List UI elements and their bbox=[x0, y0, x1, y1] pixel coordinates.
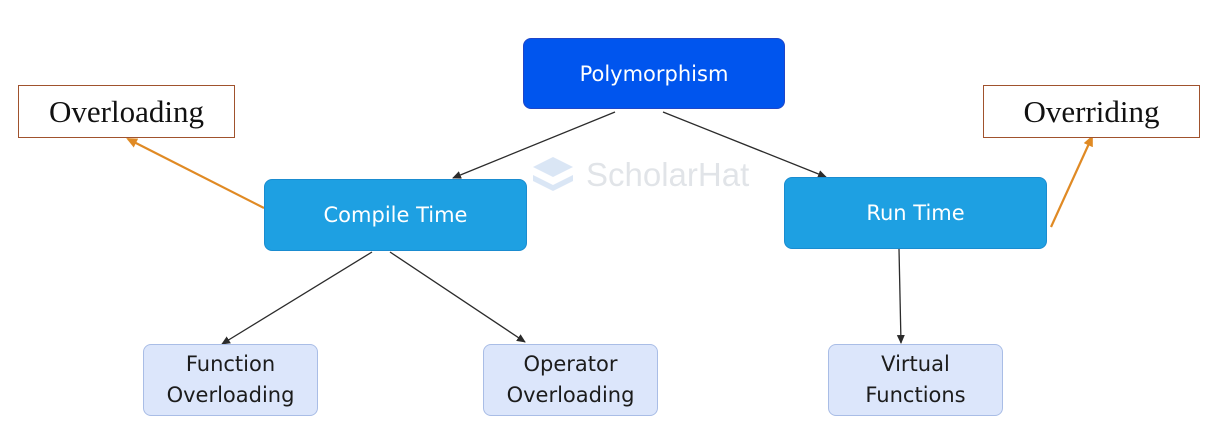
arrow-compile-time-to-overloading-label bbox=[126, 138, 265, 209]
arrow-run-time-to-virtual-functions bbox=[896, 248, 905, 344]
node-polymorphism: Polymorphism bbox=[523, 38, 785, 109]
watermark-text: ScholarHat bbox=[586, 156, 750, 193]
node-virtual-functions: Virtual Functions bbox=[828, 344, 1003, 416]
overloading-label: Overloading bbox=[18, 85, 235, 138]
node-run-time: Run Time bbox=[784, 177, 1047, 249]
scholarhat-logo-icon bbox=[533, 157, 573, 191]
arrow-root-to-run-time bbox=[662, 111, 827, 178]
node-function-overloading: Function Overloading bbox=[143, 344, 318, 416]
arrow-compile-to-operator-overloading bbox=[389, 251, 526, 343]
node-compile-time: Compile Time bbox=[264, 179, 527, 251]
arrow-root-to-compile-time bbox=[452, 111, 616, 179]
scholarhat-watermark: ScholarHat bbox=[530, 145, 749, 205]
arrow-compile-to-function-overloading bbox=[221, 251, 373, 345]
node-operator-overloading: Operator Overloading bbox=[483, 344, 658, 416]
overriding-label: Overriding bbox=[983, 85, 1200, 138]
arrow-run-time-to-overriding-label bbox=[1049, 135, 1094, 228]
